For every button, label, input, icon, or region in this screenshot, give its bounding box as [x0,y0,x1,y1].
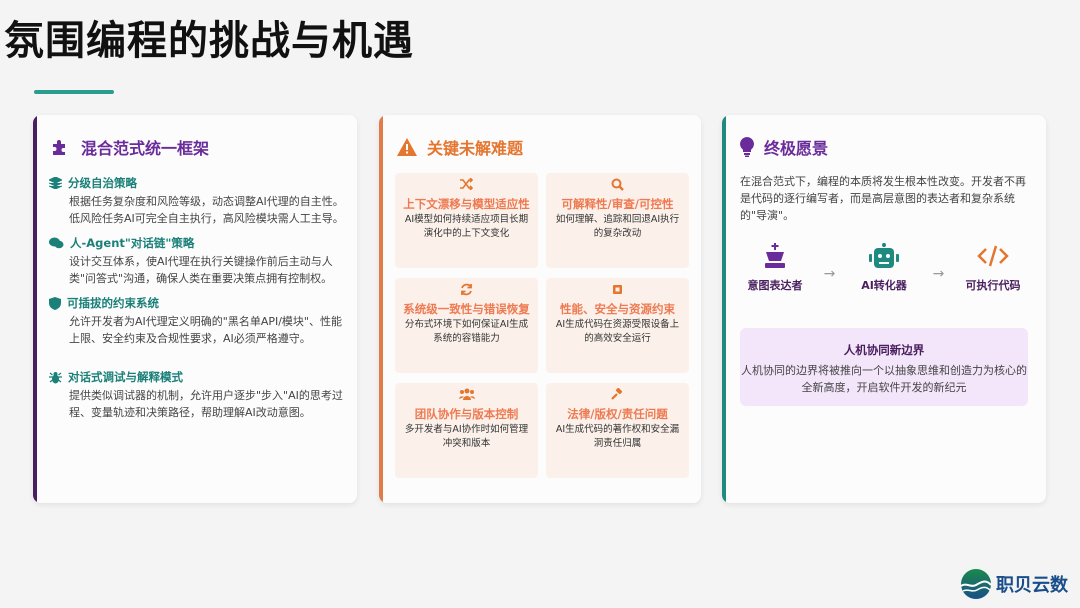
strategy-title: 对话式调试与解释模式 [68,370,183,384]
problem-desc: AI生成代码在资源受限设备上的高效安全运行 [555,319,680,344]
card-title: 混合范式统一框架 [81,139,210,158]
card-accent-bar [379,115,383,503]
problem-tile: 系统级一致性与错误恢复 分布式环境下如何保证AI生成系统的容错能力 [395,278,538,373]
chip-icon [552,283,683,299]
strategy-title: 可插拔的约束系统 [67,296,159,310]
strategy-desc: 提供类似调试器的机制，允许用户逐步"步入"AI的思考过程、变量轨迹和决策路径，帮… [69,389,343,419]
shuffle-icon [401,177,532,194]
bug-icon [49,371,62,384]
problem-grid: 上下文漂移与模型适应性 AI模型如何持续适应项目长期演化中的上下文变化 可解释性… [395,173,689,478]
search-icon [552,178,683,194]
problem-tile: 团队协作与版本控制 多开发者与AI协作时如何管理冲突和版本 [395,383,538,478]
flow-label: AI转化器 [861,279,907,292]
problem-tile: 法律/版权/责任问题 AI生成代码的著作权和安全漏洞责任归属 [546,383,689,478]
comments-icon [49,237,64,249]
problem-desc: AI模型如何持续适应项目长期演化中的上下文变化 [404,214,529,239]
wave-logo-icon [960,568,992,600]
code-icon [958,240,1028,272]
problem-desc: 多开发者与AI协作时如何管理冲突和版本 [404,424,529,449]
gavel-icon [552,387,683,404]
puzzle-icon [51,137,71,157]
frontier-callout: 人机协同新边界 人机协同的边界将被推向一个以抽象思维和创造力为核心的全新高度，开… [740,328,1028,406]
problem-desc: AI生成代码的著作权和安全漏洞责任归属 [555,424,680,449]
warning-icon [397,138,417,156]
card-header: 混合范式统一框架 [51,135,209,159]
strategy-item: 可插拔的约束系统 允许开发者为AI代理定义明确的"黑名单API/模块"、性能上限… [49,295,347,347]
strategy-desc: 允许开发者为AI代理定义明确的"黑名单API/模块"、性能上限、安全约束及合规性… [69,315,342,345]
card-title: 终极愿景 [764,139,829,158]
strategy-desc: 根据任务复杂度和风险等级，动态调整AI代理的自主性。低风险任务AI可完全自主执行… [69,195,344,225]
brand-logo: 职贝云数 [960,568,1068,600]
strategy-item: 人-Agent"对话链"策略 设计交互体系，使AI代理在执行关键操作前后主动与人… [49,235,347,287]
problem-title: 上下文漂移与模型适应性 [403,197,530,211]
problem-tile: 性能、安全与资源约束 AI生成代码在资源受限设备上的高效安全运行 [546,278,689,373]
problem-title: 法律/版权/责任问题 [567,407,668,421]
team-icon [401,388,532,404]
card-ultimate-vision: 终极愿景 在混合范式下，编程的本质将发生根本性改变。开发者不再是代码的逐行编写者… [722,115,1046,503]
arrow-right-icon: → [823,266,836,282]
page-title: 氛围编程的挑战与机遇 [4,18,414,64]
card-open-problems: 关键未解难题 上下文漂移与模型适应性 AI模型如何持续适应项目长期演化中的上下文… [379,115,701,503]
flow-label: 可执行代码 [965,279,1021,292]
card-header: 终极愿景 [740,135,828,159]
flow-label: 意图表达者 [747,279,803,292]
strategy-item: 对话式调试与解释模式 提供类似调试器的机制，允许用户逐步"步入"AI的思考过程、… [49,369,347,421]
problem-tile: 上下文漂移与模型适应性 AI模型如何持续适应项目长期演化中的上下文变化 [395,173,538,268]
flow-node: 可执行代码 [958,240,1028,294]
robot-icon [849,240,919,272]
card-accent-bar [722,115,726,503]
strategy-list: 分级自治策略 根据任务复杂度和风险等级，动态调整AI代理的自主性。低风险任务AI… [49,175,347,429]
problem-title: 性能、安全与资源约束 [560,302,675,316]
sync-icon [401,283,532,299]
frontier-title: 人机协同新边界 [843,343,925,357]
strategy-title: 人-Agent"对话链"策略 [70,236,195,250]
brand-name: 职贝云数 [996,575,1068,596]
card-hybrid-framework: 混合范式统一框架 分级自治策略 根据任务复杂度和风险等级，动态调整AI代理的自主… [33,115,357,503]
layers-icon [49,177,62,189]
problem-tile: 可解释性/审查/可控性 如何理解、追踪和回退AI执行的复杂改动 [546,173,689,268]
arrow-right-icon: → [932,266,945,282]
card-accent-bar [33,115,37,503]
vision-text: 在混合范式下，编程的本质将发生根本性改变。开发者不再是代码的逐行编写者，而是高层… [740,175,1026,222]
problem-title: 团队协作与版本控制 [414,407,519,421]
chess-king-icon [740,240,810,272]
flow-node: AI转化器 [849,240,919,294]
title-underline [34,90,114,94]
problem-title: 系统级一致性与错误恢复 [403,302,530,316]
lightbulb-icon [740,137,754,157]
problem-title: 可解释性/审查/可控性 [561,197,674,211]
shield-icon [49,296,61,310]
card-header: 关键未解难题 [397,135,523,159]
card-title: 关键未解难题 [427,139,524,158]
flow-node: 意图表达者 [740,240,810,294]
strategy-title: 分级自治策略 [68,176,137,190]
problem-desc: 分布式环境下如何保证AI生成系统的容错能力 [404,319,529,344]
strategy-item: 分级自治策略 根据任务复杂度和风险等级，动态调整AI代理的自主性。低风险任务AI… [49,175,347,227]
strategy-desc: 设计交互体系，使AI代理在执行关键操作前后主动与人类"问答式"沟通，确保人类在重… [69,255,333,285]
problem-desc: 如何理解、追踪和回退AI执行的复杂改动 [555,214,680,239]
frontier-desc: 人机协同的边界将被推向一个以抽象思维和创造力为核心的全新高度，开启软件开发的新纪… [741,364,1027,394]
transformation-flow: 意图表达者 → AI转化器 → 可执行代码 [740,240,1028,294]
